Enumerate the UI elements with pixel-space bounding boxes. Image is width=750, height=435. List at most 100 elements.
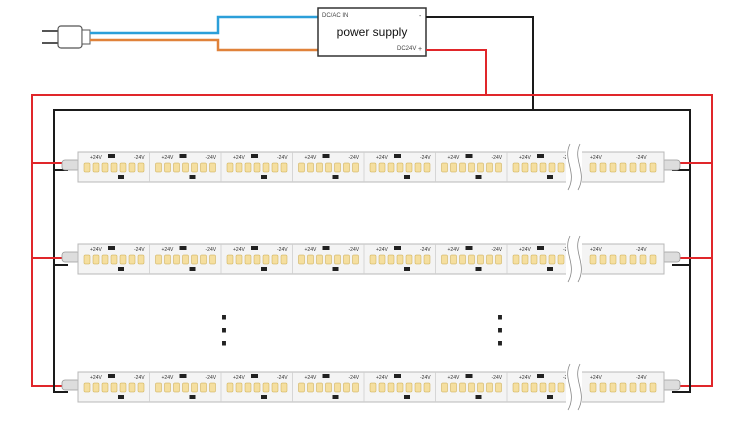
- strip-plus-label: +24V: [448, 155, 460, 161]
- led-chip-icon: [495, 382, 502, 393]
- led-chip-icon: [512, 254, 520, 265]
- strip-plus-label: +24V: [162, 155, 174, 161]
- led-chip-icon: [459, 254, 466, 265]
- strip-plus-label: +24V: [590, 247, 602, 253]
- resistor-icon: [394, 374, 401, 378]
- led-chip-icon: [343, 382, 350, 393]
- strip-plus-label: +24V: [233, 375, 245, 381]
- led-chip-icon: [450, 162, 457, 173]
- led-chip-icon: [414, 382, 422, 393]
- led-chip-icon: [307, 382, 314, 393]
- strip-minus-label: -24V: [206, 247, 217, 253]
- led-chip-icon: [191, 162, 198, 173]
- strip-minus-label: -24V: [492, 247, 503, 253]
- led-chip-icon: [83, 254, 91, 265]
- led-chip-icon: [521, 382, 529, 393]
- led-chip-icon: [414, 162, 422, 173]
- led-chip-icon: [599, 254, 607, 265]
- led-chip-icon: [164, 254, 171, 265]
- led-chip-icon: [119, 162, 127, 173]
- led-chip-icon: [405, 162, 413, 173]
- dc-positive-main-wire: [426, 49, 487, 95]
- led-chip-icon: [396, 382, 404, 393]
- resistor-icon: [537, 246, 544, 250]
- strip-minus-label: -24V: [277, 247, 288, 253]
- led-chip-icon: [599, 162, 607, 173]
- led-chip-icon: [209, 162, 216, 173]
- led-chip-icon: [619, 162, 627, 173]
- strip-lead-left: [61, 159, 81, 171]
- strip-minus-label: -24V: [492, 375, 503, 381]
- led-chip-icon: [334, 162, 341, 173]
- led-chip-icon: [530, 162, 538, 173]
- led-chip-icon: [539, 254, 547, 265]
- led-strips: +24V -24V +24V -24V +24V -24V +24V -24V +24V -24V…: [61, 143, 681, 411]
- led-chip-icon: [271, 382, 279, 393]
- led-chip-icon: [128, 254, 136, 265]
- strip-plus-label: +24V: [233, 155, 245, 161]
- led-chip-icon: [441, 254, 448, 265]
- led-chip-icon: [423, 382, 431, 393]
- strip-plus-label: +24V: [448, 375, 460, 381]
- led-chip-icon: [137, 382, 145, 393]
- positive-bus-wire: [31, 94, 713, 387]
- led-chip-icon: [110, 382, 118, 393]
- strip-plus-label: +24V: [519, 375, 531, 381]
- resistor-icon: [118, 267, 124, 271]
- resistor-icon: [118, 175, 124, 179]
- led-chip-icon: [609, 382, 617, 393]
- ac-neutral-wire: [90, 38, 318, 52]
- led-chip-icon: [589, 254, 597, 265]
- led-chip-icon: [119, 382, 127, 393]
- led-chip-icon: [235, 254, 243, 265]
- led-chip-icon: [441, 382, 448, 393]
- power-supply-minus-sign: -: [419, 13, 422, 20]
- resistor-icon: [108, 374, 115, 378]
- resistor-icon: [261, 395, 267, 399]
- led-chip-icon: [639, 254, 647, 265]
- led-chip-icon: [521, 254, 529, 265]
- led-chip-icon: [316, 162, 323, 173]
- led-chip-icon: [468, 254, 475, 265]
- led-chip-icon: [548, 382, 556, 393]
- resistor-icon: [404, 395, 410, 399]
- led-chip-icon: [477, 254, 484, 265]
- resistor-icon: [404, 267, 410, 271]
- led-chip-icon: [262, 254, 270, 265]
- led-chip-icon: [271, 254, 279, 265]
- led-chip-icon: [589, 382, 597, 393]
- strip-minus-label: -24V: [349, 155, 360, 161]
- led-chip-icon: [530, 382, 538, 393]
- resistor-icon: [189, 175, 196, 179]
- resistor-icon: [108, 154, 115, 158]
- led-chip-icon: [352, 162, 359, 173]
- led-chip-icon: [539, 162, 547, 173]
- strip-minus-label: -24V: [206, 155, 217, 161]
- led-chip-icon: [486, 162, 493, 173]
- led-chip-icon: [307, 254, 314, 265]
- led-chip-icon: [253, 254, 261, 265]
- power-supply: DC/AC IN power supply DC24V - +: [317, 7, 427, 57]
- led-chip-icon: [387, 162, 395, 173]
- led-chip-icon: [164, 162, 171, 173]
- break-mark: [567, 143, 572, 191]
- led-chip-icon: [459, 162, 466, 173]
- strip-plus-label: +24V: [90, 247, 102, 253]
- resistor-icon: [547, 395, 553, 399]
- led-chip-icon: [629, 162, 637, 173]
- strip-lead-right: [661, 251, 681, 263]
- resistor-icon: [332, 267, 339, 271]
- led-chip-icon: [387, 254, 395, 265]
- led-chip-icon: [423, 254, 431, 265]
- resistor-icon: [537, 374, 544, 378]
- led-chip-icon: [649, 162, 657, 173]
- resistor-icon: [332, 175, 339, 179]
- led-chip-icon: [182, 162, 189, 173]
- led-chip-icon: [262, 162, 270, 173]
- strip-plus-label: +24V: [590, 375, 602, 381]
- resistor-icon: [394, 246, 401, 250]
- strip-minus-label: -24V: [349, 375, 360, 381]
- led-chip-icon: [253, 382, 261, 393]
- ac-live-wire: [90, 15, 318, 35]
- resistor-icon: [475, 395, 482, 399]
